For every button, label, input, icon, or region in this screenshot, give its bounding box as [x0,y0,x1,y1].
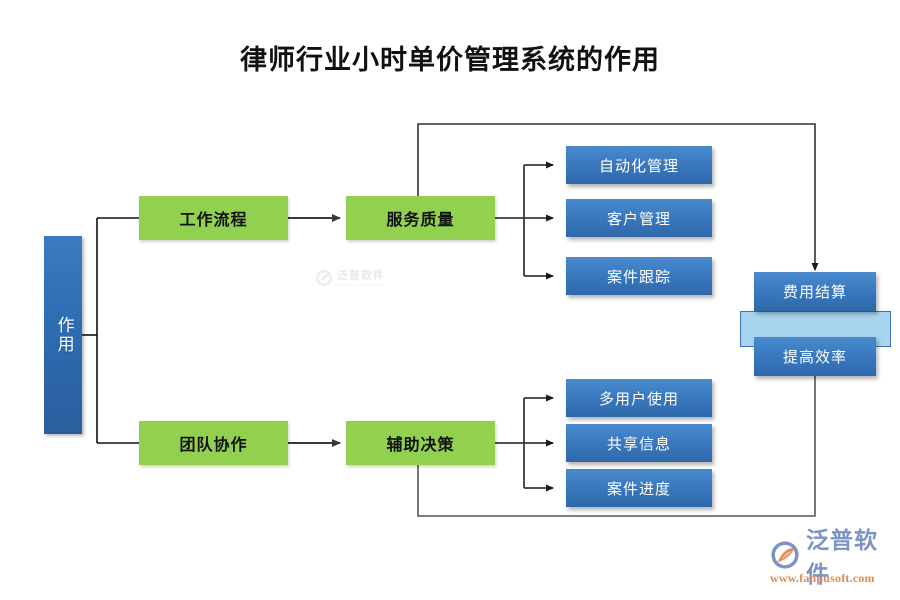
branch-node-teamwork[interactable]: 团队协作 [139,421,288,465]
mid-node-decision-support[interactable]: 辅助决策 [346,421,495,465]
mid-node-service-quality[interactable]: 服务质量 [346,196,495,240]
outcome-node-efficiency[interactable]: 提高效率 [754,337,876,376]
leaf-node-client-management[interactable]: 客户管理 [566,199,712,237]
mid-node-service-quality-label: 服务质量 [386,210,455,229]
leaf-node-automation-management[interactable]: 自动化管理 [566,146,712,184]
watermark-cn: 泛普软件 [337,268,385,282]
brand-logo-url: www.fanpusoft.com [770,571,875,585]
leaf-node-client-management-label: 客户管理 [606,209,671,228]
leaf-node-case-tracking-label: 案件跟踪 [606,267,671,286]
brand-logo-cn: 泛普软件 [806,528,878,588]
outcome-node-fee-settlement-label: 费用结算 [782,283,847,301]
brand-logo: 泛普软件 www.fanpusoft.com [770,528,892,588]
page-title: 律师行业小时单价管理系统的作用 [240,45,660,76]
leaf-node-multi-user[interactable]: 多用户使用 [566,379,712,417]
watermark-en: FANPU SOFTWARE [337,281,386,287]
center-watermark: 泛普软件 FANPU SOFTWARE [315,262,415,294]
brand-logo-row: 泛普软件 [770,528,892,588]
branch-node-workflow[interactable]: 工作流程 [139,196,288,240]
outcome-node-fee-settlement[interactable]: 费用结算 [754,272,876,311]
leaf-node-case-progress-label: 案件进度 [606,479,671,498]
brand-logo-icon [770,540,800,570]
watermark-text-group: 泛普软件 FANPU SOFTWARE [337,270,385,287]
leaf-node-case-tracking[interactable]: 案件跟踪 [566,257,712,295]
leaf-node-case-progress[interactable]: 案件进度 [566,469,712,507]
leaf-node-multi-user-label: 多用户使用 [598,389,679,408]
root-node-label: 作用 [53,316,74,354]
leaf-node-share-info[interactable]: 共享信息 [566,424,712,462]
leaf-node-automation-management-label: 自动化管理 [598,156,679,175]
branch-node-teamwork-label: 团队协作 [179,435,248,454]
mid-node-decision-support-label: 辅助决策 [386,435,455,454]
branch-node-workflow-label: 工作流程 [179,210,248,229]
watermark-logo-icon [315,269,333,287]
outcome-node-efficiency-label: 提高效率 [782,348,847,366]
leaf-node-share-info-label: 共享信息 [606,434,671,453]
root-node-zuoyong[interactable]: 作用 [44,236,82,434]
